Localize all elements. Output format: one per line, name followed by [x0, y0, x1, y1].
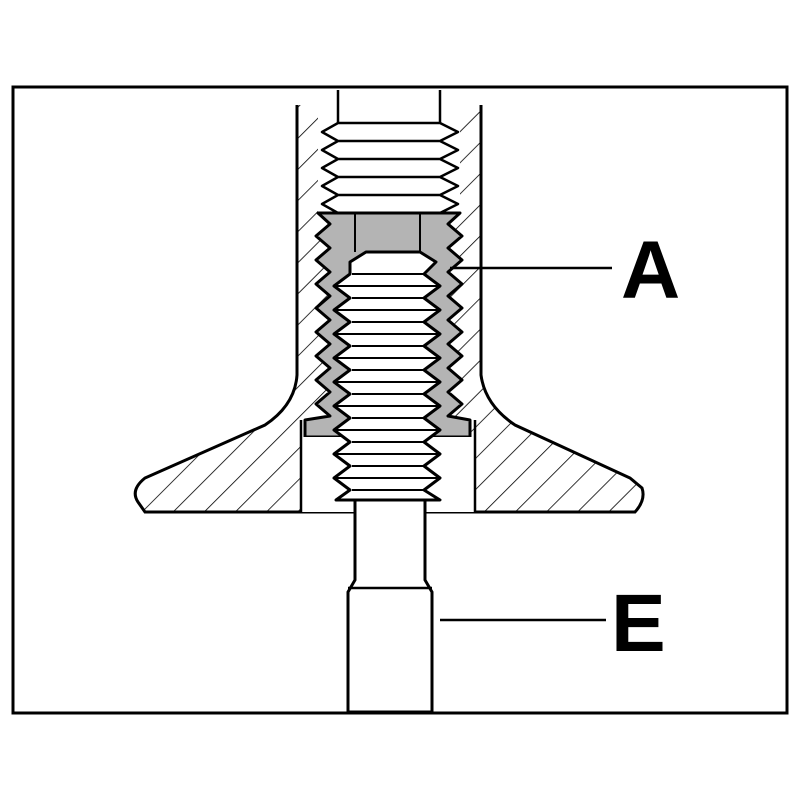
housing-outline: [133, 105, 645, 514]
bolt-thread-crests: [336, 273, 440, 491]
bolt-thread: [332, 250, 442, 502]
bolt-shank: [346, 498, 434, 712]
callout-label-e: E: [611, 578, 666, 669]
callout-label-a: A: [621, 225, 681, 316]
upper-thread: [320, 121, 460, 215]
